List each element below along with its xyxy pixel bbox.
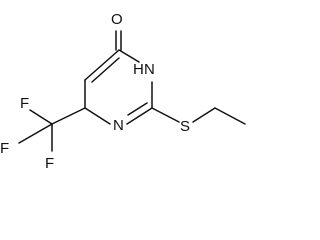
nitrogen-ring-label: N <box>113 117 124 134</box>
bond-c5-c4-1 <box>84 49 120 81</box>
fluorine-left-label: F <box>0 140 9 157</box>
sulfur-label: S <box>180 118 190 135</box>
bond-c4-n3 <box>118 49 140 63</box>
fluorine-bottom-label: F <box>45 155 54 172</box>
bond-s-ch2 <box>192 107 216 123</box>
nitrogen-h-label: H <box>133 61 144 78</box>
bond-c2-n1-2 <box>127 102 148 116</box>
bond-cf3-f-top <box>29 109 53 125</box>
bond-c2-s <box>151 107 180 123</box>
fluorine-top-label: F <box>20 95 29 112</box>
bond-ch2-ch3 <box>214 107 246 125</box>
oxygen-label: O <box>111 11 123 28</box>
chemical-structure-diagram: O H N N S F F F <box>0 11 246 172</box>
atom-labels: O H N N S F F F <box>0 11 190 172</box>
bond-c6-cf3 <box>51 107 86 125</box>
bond-c5-c4-2 <box>91 57 120 83</box>
nitrogen-hn-label: N <box>144 61 155 78</box>
bonds <box>18 30 246 152</box>
bond-n1-c6 <box>84 107 111 125</box>
bond-c2-n1-1 <box>126 107 153 125</box>
bond-cf3-f-left <box>18 123 53 144</box>
